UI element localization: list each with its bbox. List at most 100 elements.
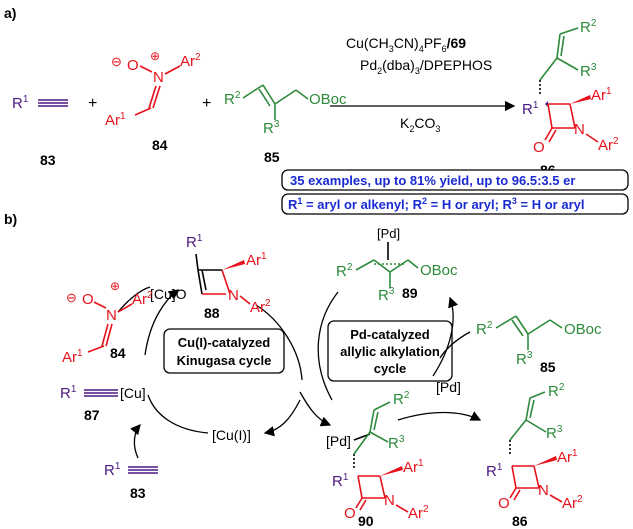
compound-number-88: 88 [204,305,220,321]
compound-number-87: 87 [84,407,100,423]
pd-merge-arrow [299,391,332,427]
cu-i-catalyst: [Cu(I)] [212,427,251,443]
svg-text:Ar1: Ar1 [403,458,424,476]
conditions-line-3: K2CO3 [400,115,440,134]
svg-text:R3: R3 [263,119,280,137]
svg-text:R1: R1 [522,100,539,118]
summary-box-substituents [281,193,629,215]
svg-text:Ar1: Ar1 [246,251,267,269]
intermediate-90: R2 R3 [Pd] R1 O N Ar1 Ar2 90 [326,390,429,529]
svg-text:Ar2: Ar2 [408,504,429,522]
svg-text:OBoc: OBoc [420,262,458,279]
alkyne-83-b: R1 83 [104,461,158,501]
pd-cycle-arrow-right [432,296,458,377]
svg-text:Ar1: Ar1 [591,86,612,104]
svg-text:Ar1: Ar1 [62,348,83,366]
svg-text:O: O [533,139,545,156]
allyl-carbonate-85: R2 OBoc R3 85 [224,84,347,165]
svg-text:R2: R2 [393,390,410,408]
svg-text:R1: R1 [60,384,77,402]
summary-box-scope [281,169,629,191]
compound-number-83-b: 83 [130,485,146,501]
svg-text:R2: R2 [476,320,493,338]
nitrone-84-b: ⊖ O ⊕ N Ar2 Ar1 84 [62,279,153,366]
cu-cycle-line-2: Kinugasa cycle [177,353,272,368]
svg-text:Ar1: Ar1 [557,448,578,466]
compound-number-85-b: 85 [540,359,556,375]
compound-number-84: 84 [152,137,168,153]
svg-text:OBoc: OBoc [309,91,347,108]
svg-text:⊖: ⊖ [111,54,122,69]
cu-cycle-arrow-top [255,304,303,381]
plus-sign-2: + [202,95,211,112]
svg-text:N: N [228,287,239,304]
svg-text:OBoc: OBoc [564,321,602,338]
svg-text:O: O [344,505,356,522]
svg-text:⊕: ⊕ [150,49,160,63]
cu-cycle-line-1: Cu(I)-catalyzed [178,335,271,350]
svg-text:Ar2: Ar2 [598,136,619,154]
summary-substituents-text: R1 = aryl or alkenyl; R2 = H or aryl; R3… [288,196,584,212]
svg-text:N: N [384,492,395,509]
beta-lactam-product-86: R2 R3 R1 O N Ar1 Ar2 86 [522,18,619,178]
cu-cycle-box [163,328,285,374]
svg-text:R3: R3 [546,424,563,442]
intermediate-88: R1 Ar1 N Ar2 [Cu]O 88 [150,233,271,321]
nitrone-entry-arrow [117,286,151,313]
svg-text:Ar2: Ar2 [250,298,271,316]
svg-text:R2: R2 [580,18,597,36]
svg-text:R3: R3 [378,286,395,304]
alkyne-83: R1 83 [12,94,68,168]
svg-text:R2: R2 [336,262,353,280]
conditions-line-1: Cu(CH3CN)4PF6/69 [346,35,466,54]
svg-text:[Cu]: [Cu] [120,385,146,401]
svg-text:[Pd]: [Pd] [377,226,400,241]
svg-text:Ar2: Ar2 [132,290,153,308]
cu-cycle-arrow-left-bottom [147,394,209,434]
cu-cycle-arrow-left-top [144,289,180,356]
pd-cycle-line-2: allylic alkylation [340,344,440,359]
svg-text:R1: R1 [104,461,121,479]
svg-text:O: O [82,291,94,308]
compound-number-83: 83 [40,152,56,168]
compound-number-84-b: 84 [110,345,126,361]
svg-text:O: O [498,495,510,512]
product-release-arrow [397,411,482,421]
svg-text:R3: R3 [388,434,405,452]
cu-cycle-arrow-bottom [263,399,301,437]
plus-sign-1: + [88,95,97,112]
svg-text:Ar2: Ar2 [180,52,201,70]
svg-text:R1: R1 [12,94,29,112]
pd-cycle-arrow-left [317,291,339,401]
part-a-label: a) [4,5,16,21]
svg-text:N: N [538,482,549,499]
svg-text:⊕: ⊕ [110,279,120,293]
svg-text:R3: R3 [516,350,533,368]
nitrone-84: ⊖ O ⊕ N Ar2 Ar1 84 [105,49,201,153]
svg-text:R2: R2 [548,382,565,400]
svg-text:R1: R1 [332,472,349,490]
svg-text:R1: R1 [486,462,503,480]
svg-text:R2: R2 [224,90,241,108]
svg-text:N: N [106,307,117,324]
conditions-line-2: Pd2(dba)3/DPEPHOS [360,57,492,76]
svg-text:[Cu]O: [Cu]O [150,286,187,302]
svg-text:O: O [127,57,139,74]
svg-text:N: N [153,69,164,86]
pd-cycle-box [327,320,453,382]
allyl-carbonate-85-b: R2 OBoc R3 85 [476,315,602,375]
pd-cycle-line-1: Pd-catalyzed [350,327,430,342]
compound-number-89: 89 [402,285,418,301]
svg-text:R1: R1 [186,233,203,251]
compound-number-86-b: 86 [512,513,528,529]
pd-catalyst: [Pd] [436,379,461,395]
beta-lactam-product-86-b: R2 R3 R1 O N Ar1 Ar2 86 [486,382,583,529]
alkyne-entry-arrow [130,424,141,459]
summary-scope-text: 35 examples, up to 81% yield, up to 96.5… [290,173,575,188]
svg-text:N: N [574,121,585,138]
svg-text:Ar2: Ar2 [562,494,583,512]
svg-text:[Pd]: [Pd] [326,433,351,449]
svg-text:⊖: ⊖ [66,290,77,305]
pd-cycle-line-3: cycle [374,361,407,376]
